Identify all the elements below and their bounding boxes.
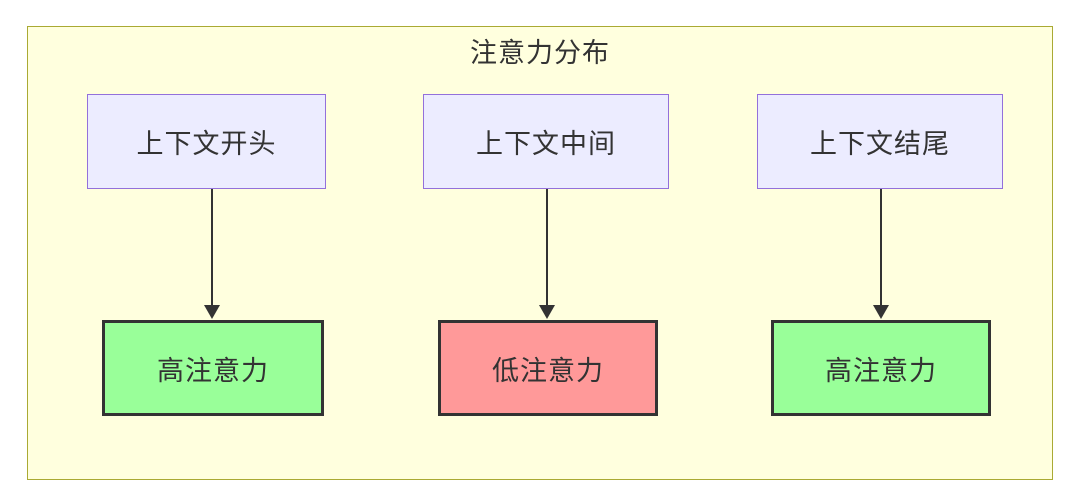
context-start-node: 上下文开头 <box>87 94 326 189</box>
arrow-shaft <box>211 189 213 306</box>
arrow-shaft <box>880 189 882 306</box>
high-attention-label-right: 高注意力 <box>825 355 937 386</box>
arrowhead-down-icon <box>539 305 555 319</box>
arrowhead-down-icon <box>204 305 220 319</box>
arrowhead-down-icon <box>873 305 889 319</box>
high-attention-node-right: 高注意力 <box>771 320 991 416</box>
diagram-title: 注意力分布 <box>470 38 610 68</box>
context-start-label: 上下文开头 <box>136 129 277 159</box>
context-end-node: 上下文结尾 <box>757 94 1003 189</box>
context-middle-label: 上下文中间 <box>476 129 616 159</box>
low-attention-label: 低注意力 <box>492 355 604 386</box>
low-attention-node: 低注意力 <box>438 320 658 416</box>
high-attention-label-left: 高注意力 <box>157 355 269 386</box>
context-middle-node: 上下文中间 <box>423 94 669 189</box>
context-end-label: 上下文结尾 <box>810 129 950 159</box>
high-attention-node-left: 高注意力 <box>102 320 324 416</box>
arrow-shaft <box>546 189 548 306</box>
